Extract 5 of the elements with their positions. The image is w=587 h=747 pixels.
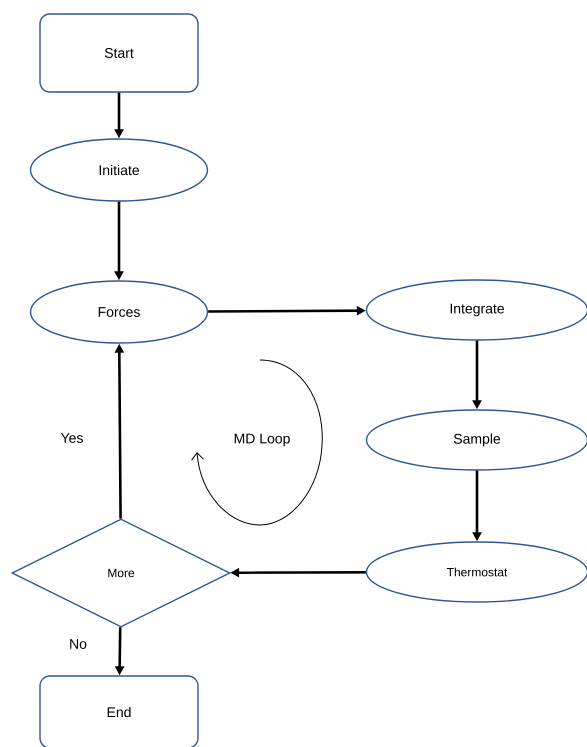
edge-label: No (70, 639, 86, 649)
edge-label: Yes (60, 433, 83, 443)
terminal-box: End (39, 675, 199, 747)
terminal-box: Start (39, 13, 199, 93)
loop-label: MD Loop (234, 434, 290, 446)
